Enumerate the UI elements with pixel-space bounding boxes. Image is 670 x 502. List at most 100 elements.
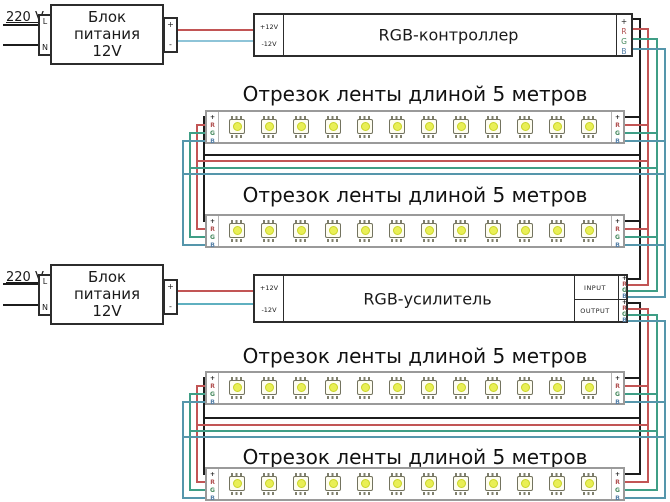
led-chip — [517, 219, 533, 242]
pad-label-+: + — [614, 375, 621, 382]
led-chip — [549, 219, 565, 242]
psu1-terminal-minus: - — [169, 40, 172, 49]
wire-wire-green — [628, 38, 658, 292]
led-chip-core — [296, 122, 306, 131]
pad-label-R: R — [622, 281, 627, 288]
controller-left-divider — [283, 15, 284, 55]
led-chip — [261, 376, 277, 399]
led-chip — [293, 376, 309, 399]
psu1-terminal-plus: + — [167, 20, 174, 29]
pad-label-G: G — [210, 391, 215, 398]
pad-label-B: B — [210, 495, 215, 502]
led-chip-core — [424, 226, 434, 235]
pad-label-G: G — [615, 234, 620, 241]
pad-label-+: + — [209, 375, 216, 382]
pad-label-R: R — [210, 383, 215, 390]
led-chip — [581, 376, 597, 399]
pad-label-G: G — [622, 311, 627, 318]
led-chip — [453, 219, 469, 242]
led-chip-core — [424, 383, 434, 392]
led-chip — [229, 219, 245, 242]
psu1-line2: питания — [73, 25, 141, 43]
power-supply-2-text: Блок питания 12V — [52, 269, 162, 320]
led-chip — [293, 219, 309, 242]
psu2-dc-terminal: + - — [163, 279, 178, 315]
led-chip-core — [360, 383, 370, 392]
led-chip — [485, 219, 501, 242]
power-supply-1: Блок питания 12V — [50, 4, 164, 65]
led-chip-core — [360, 226, 370, 235]
amplifier-left-divider — [283, 276, 284, 321]
led-chip — [453, 472, 469, 495]
led-chip — [357, 115, 373, 138]
led-chip-core — [552, 383, 562, 392]
led-chip — [517, 115, 533, 138]
pad-label-R: R — [622, 305, 627, 312]
pad-label-B: B — [615, 495, 620, 502]
led-chip-core — [296, 226, 306, 235]
pad-label-B: B — [622, 293, 627, 300]
led-chip — [261, 115, 277, 138]
led-chip-core — [456, 122, 466, 131]
pad-label-G: G — [615, 130, 620, 137]
led-chip-core — [392, 122, 402, 131]
led-chip-core — [424, 122, 434, 131]
led-chip — [325, 219, 341, 242]
psu2-terminal-plus: + — [167, 282, 174, 291]
amplifier-title: RGB-усилитель — [363, 289, 492, 308]
pad-label-R: R — [210, 226, 215, 233]
strip-title-4: Отрезок ленты длиной 5 метров — [242, 445, 588, 469]
mains-label-2: 220 V — [6, 270, 44, 285]
wire-wire-black — [622, 302, 641, 475]
amplifier-io-hdivider — [574, 298, 626, 300]
wire-wire-red — [622, 308, 649, 483]
led-chip-core — [392, 226, 402, 235]
pad-label-R: R — [621, 27, 627, 36]
led-chip — [421, 219, 437, 242]
psu2-line1: Блок — [87, 268, 127, 286]
led-chip-core — [520, 383, 530, 392]
led-chip — [229, 376, 245, 399]
led-chip — [389, 376, 405, 399]
amplifier-pad-divider — [618, 276, 619, 321]
led-chip-core — [488, 479, 498, 488]
led-chip-core — [232, 122, 242, 131]
pad-label-+: + — [209, 114, 216, 121]
led-chip-core — [456, 479, 466, 488]
pad-label-+: + — [209, 218, 216, 225]
power-supply-2: Блок питания 12V — [50, 264, 164, 325]
wire-wire-green — [189, 132, 208, 238]
led-chip-core — [392, 383, 402, 392]
led-chip — [325, 115, 341, 138]
psu1-line3: 12V — [92, 42, 122, 60]
led-chip — [357, 219, 373, 242]
led-chip-core — [424, 479, 434, 488]
amplifier-plus12v: +12V — [259, 284, 279, 292]
led-chip-core — [488, 383, 498, 392]
amplifier-output-label: OUTPUT — [580, 307, 610, 315]
led-chip-core — [584, 122, 594, 131]
psu2-terminal-l: L — [42, 277, 48, 286]
led-chip — [421, 115, 437, 138]
amplifier-minus12v: -12V — [261, 306, 277, 314]
psu1-terminal-l: L — [42, 17, 48, 26]
pad-label-B: B — [621, 47, 627, 56]
wire-wire-blue — [182, 401, 208, 499]
led-chip — [261, 472, 277, 495]
amplifier-input-label: INPUT — [584, 284, 606, 292]
amplifier-input-section: INPUT — [574, 276, 616, 299]
pad-label-B: B — [210, 399, 215, 406]
pad-label-+: + — [614, 218, 621, 225]
led-chip — [389, 115, 405, 138]
pad-label-+: + — [614, 471, 621, 478]
